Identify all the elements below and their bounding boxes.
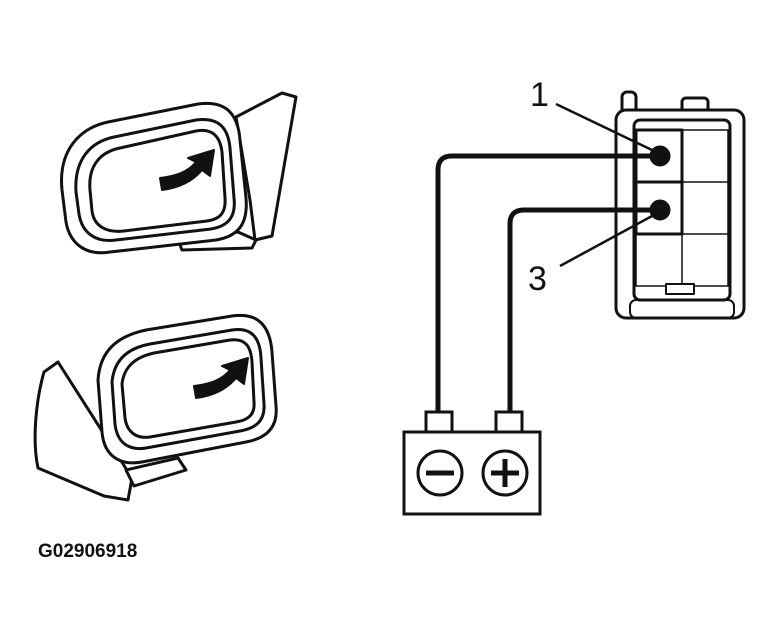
battery-terminal-positive [494,410,524,434]
mirror-lower-glass [120,338,256,439]
arrow-right-icon [193,357,249,399]
pin-3-leader [559,214,653,268]
mirror-upper [60,91,298,255]
connector-foot [665,283,695,295]
pin-1-leader [555,102,653,152]
mirror-upper-glass [88,128,227,233]
mirror-lower-mount [33,360,134,502]
minus-icon [416,449,464,497]
mirror-lower [33,313,278,502]
figure-code: G02906918 [38,541,137,562]
wire-negative [435,153,660,412]
battery [402,410,542,516]
battery-terminal-negative [424,410,454,434]
connector-base [629,299,735,319]
pin-1-label: 1 [530,76,549,114]
connector [614,90,746,320]
mirror-lower-rim [110,328,266,451]
mirror-lower-arm [124,456,188,488]
pin-3-label: 3 [528,260,547,298]
pin-leaders [555,102,653,268]
plus-icon [481,449,529,497]
wire-positive [507,207,660,412]
arrow-right-icon [159,149,215,191]
mirror-upper-mount [234,91,298,242]
wires [435,153,660,412]
mirror-upper-rim [74,117,236,243]
